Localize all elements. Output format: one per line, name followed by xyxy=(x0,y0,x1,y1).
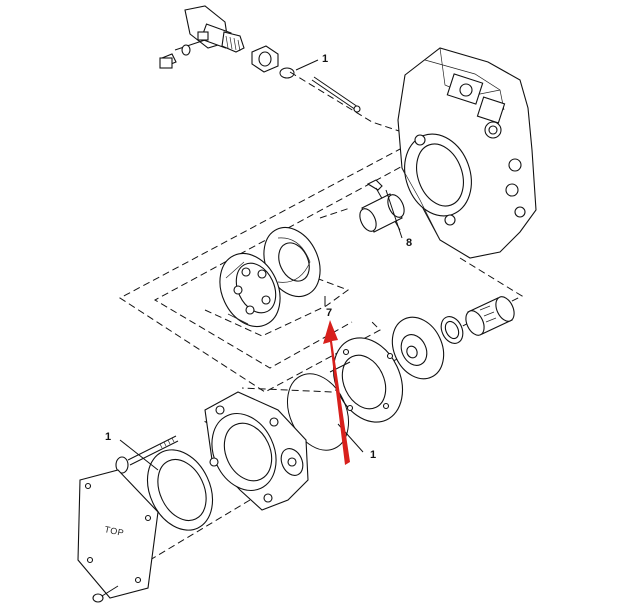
cover-plate: TOP xyxy=(77,469,159,599)
callout-o-ring-top: 1 xyxy=(322,53,328,65)
rotating-group xyxy=(219,207,351,327)
pin-and-sleeve xyxy=(359,179,405,233)
end-cover-housing xyxy=(204,391,309,511)
red-arrow-annotation xyxy=(323,320,350,465)
small-screw xyxy=(92,585,119,603)
callout-o-ring-bottom: 1 xyxy=(370,449,376,461)
red-arrow-shape xyxy=(323,320,350,465)
large-o-ring xyxy=(287,373,349,451)
thrust-plates xyxy=(329,296,515,423)
callout-pin: 8 xyxy=(406,237,412,249)
leader-lines xyxy=(119,59,403,471)
callout-rotating-group: 7 xyxy=(326,307,332,319)
long-bolt xyxy=(115,435,179,474)
pressure-sensor-assembly xyxy=(159,5,361,113)
pump-housing xyxy=(397,47,537,259)
callout-o-ring-left: 1 xyxy=(105,431,111,443)
seal-ring xyxy=(146,449,214,531)
cover-marking: TOP xyxy=(104,524,125,538)
